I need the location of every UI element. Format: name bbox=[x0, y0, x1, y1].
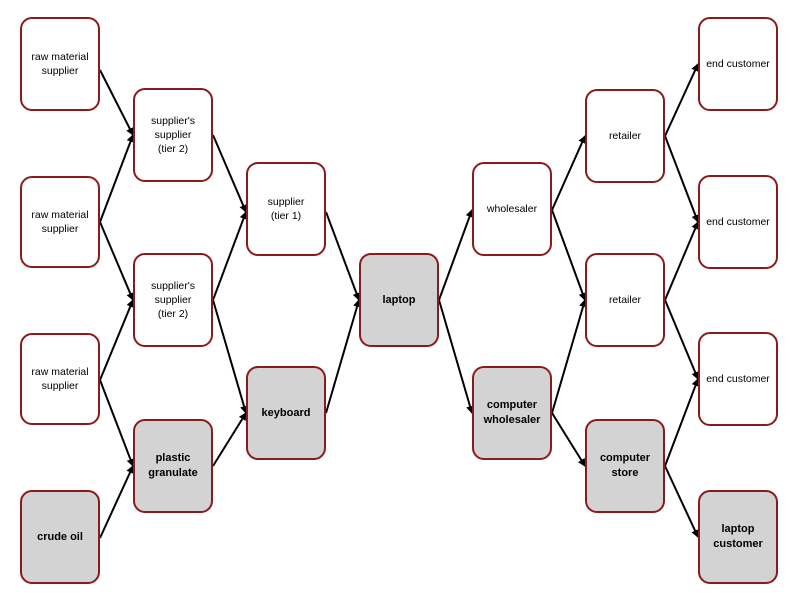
arrow-store-to-laptopcustomer bbox=[664, 465, 699, 538]
arrow-raw1-to-tier2a bbox=[99, 69, 134, 136]
computer-store-node: computer store bbox=[585, 419, 665, 513]
retailer-node: retailer bbox=[585, 253, 665, 347]
end-customer-node: end customer bbox=[698, 17, 778, 111]
arrow-laptop-to-computer-wholesaler bbox=[438, 299, 474, 414]
arrow-raw2-to-tier2a bbox=[99, 134, 135, 223]
arrow-keyboard-to-laptop bbox=[325, 299, 361, 414]
end-customer-node: end customer bbox=[698, 175, 778, 269]
arrow-compwholesaler-to-retailer2 bbox=[551, 299, 587, 414]
arrow-wholesaler-to-retailer2 bbox=[551, 209, 587, 301]
raw-material-supplier-node: raw material supplier bbox=[20, 17, 100, 111]
keyboard-node: keyboard bbox=[246, 366, 326, 460]
plastic-granulate-node: plastic granulate bbox=[133, 419, 213, 513]
arrow-tier1-to-laptop bbox=[325, 211, 361, 301]
end-customer-node: end customer bbox=[698, 332, 778, 426]
arrow-store-to-endcustomer3 bbox=[664, 378, 700, 467]
arrow-raw2-to-tier2b bbox=[99, 221, 134, 301]
retailer-node: retailer bbox=[585, 89, 665, 183]
suppliers-supplier-tier2-node: supplier's supplier (tier 2) bbox=[133, 253, 213, 347]
arrow-tier2a-to-tier1 bbox=[212, 134, 247, 213]
arrow-raw3-to-plastic bbox=[99, 379, 135, 467]
laptop-customer-node: laptop customer bbox=[698, 490, 778, 584]
arrow-retailer1-to-endcustomer1 bbox=[664, 63, 699, 137]
arrow-tier2b-to-keyboard bbox=[212, 299, 248, 414]
suppliers-supplier-tier2-node: supplier's supplier (tier 2) bbox=[133, 88, 213, 182]
supplier-tier1-node: supplier (tier 1) bbox=[246, 162, 326, 256]
arrow-plastic-to-keyboard bbox=[212, 412, 247, 467]
laptop-node: laptop bbox=[359, 253, 439, 347]
arrow-retailer2-to-endcustomer2 bbox=[664, 221, 699, 301]
arrow-laptop-to-wholesaler bbox=[438, 209, 474, 301]
raw-material-supplier-node: raw material supplier bbox=[20, 176, 100, 268]
arrow-raw3-to-tier2b bbox=[99, 299, 135, 381]
arrow-compwholesaler-to-store bbox=[551, 412, 586, 467]
arrow-retailer2-to-endcustomer3 bbox=[664, 299, 699, 380]
arrow-retailer1-to-endcustomer2 bbox=[664, 135, 700, 223]
raw-material-supplier-node: raw material supplier bbox=[20, 333, 100, 425]
computer-wholesaler-node: computer wholesaler bbox=[472, 366, 552, 460]
arrow-crudeoil-to-plastic bbox=[99, 465, 134, 539]
arrow-wholesaler-to-retailer1 bbox=[551, 135, 586, 211]
arrow-tier2b-to-tier1 bbox=[212, 211, 248, 301]
wholesaler-node: wholesaler bbox=[472, 162, 552, 256]
crude-oil-node: crude oil bbox=[20, 490, 100, 584]
